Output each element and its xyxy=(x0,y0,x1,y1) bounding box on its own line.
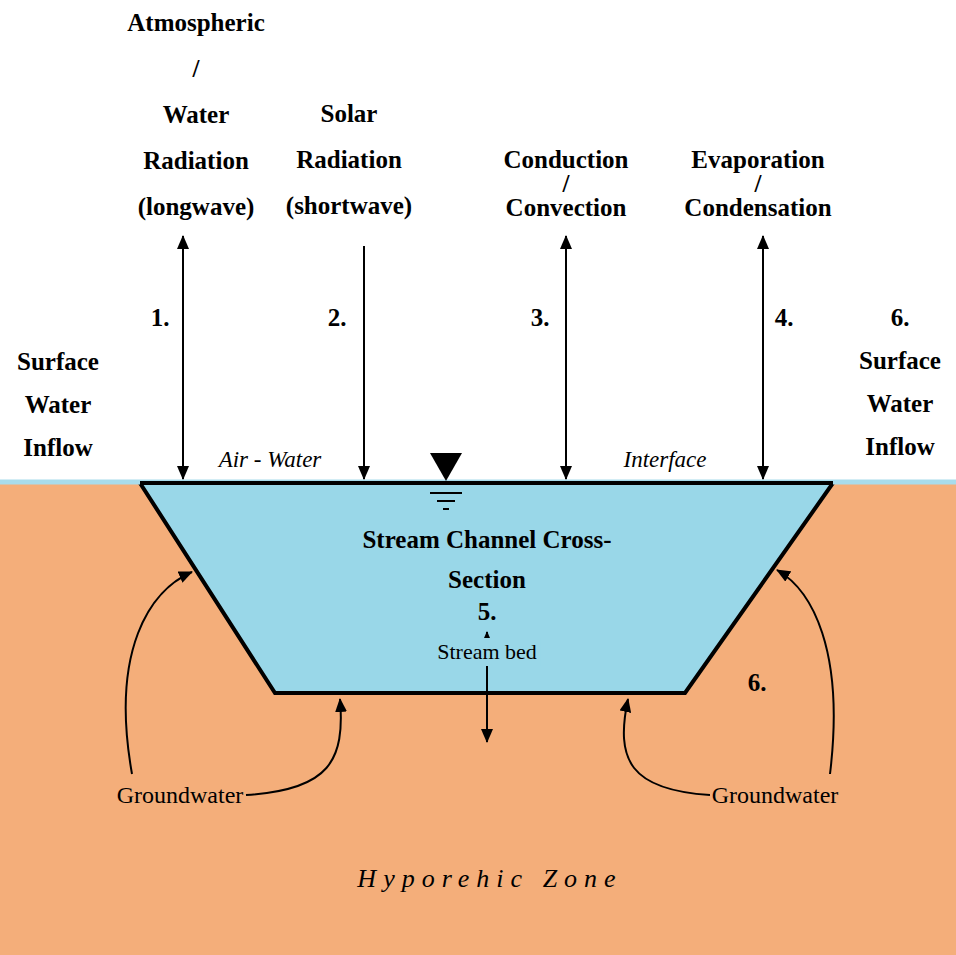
interface-label: Interface xyxy=(585,446,745,474)
flux-arrow xyxy=(762,236,764,479)
streambed-label: Stream bed xyxy=(434,638,540,666)
channel-label: Stream Channel Cross-Section xyxy=(337,520,637,600)
groundwater-label: Groundwater xyxy=(105,781,255,809)
groundwater-arrow xyxy=(777,570,834,774)
streambed-flux-arrow xyxy=(486,632,488,742)
groundwater-arrow xyxy=(624,699,710,795)
groundwater-label: Groundwater xyxy=(700,781,850,809)
water-level-symbol xyxy=(430,492,462,494)
flux-arrow xyxy=(565,236,567,479)
hyporheic-zone-band: Hyporehic Zone Stream Channel Cross-Secti… xyxy=(0,483,956,955)
inflow-label: 6. Surface Water Inflow xyxy=(846,296,954,468)
flux-heading: Atmospheric / Water Radiation (longwave) xyxy=(86,0,306,230)
callout-number: 3. xyxy=(515,303,565,333)
callout-number: 5. xyxy=(457,597,517,627)
air-water-interface xyxy=(140,481,833,485)
water-level-symbol xyxy=(430,453,462,481)
flux-arrow xyxy=(363,246,365,479)
inflow-label: Surface Water Inflow xyxy=(2,340,114,469)
flux-heading: Conduction / Convection xyxy=(466,148,666,220)
callout-number: 2. xyxy=(312,303,362,333)
water-level-symbol xyxy=(443,508,449,510)
interface-label: Air - Water xyxy=(170,446,370,474)
flux-heading: Evaporation / Condensation xyxy=(658,148,858,220)
zone-label: Hyporehic Zone xyxy=(190,862,790,896)
flux-arrow xyxy=(182,236,184,479)
ground-surface xyxy=(0,480,956,485)
callout-number: 4. xyxy=(766,303,802,333)
callout-number: 1. xyxy=(135,303,185,333)
groundwater-arrow xyxy=(246,699,341,795)
stream-channel: Stream Channel Cross-Section5. Stream bed xyxy=(140,483,833,693)
water-level-symbol xyxy=(437,500,455,502)
groundwater-arrow xyxy=(126,572,192,774)
flux-heading: Solar Radiation (shortwave) xyxy=(249,91,449,229)
callout-number: 6. xyxy=(737,668,777,698)
